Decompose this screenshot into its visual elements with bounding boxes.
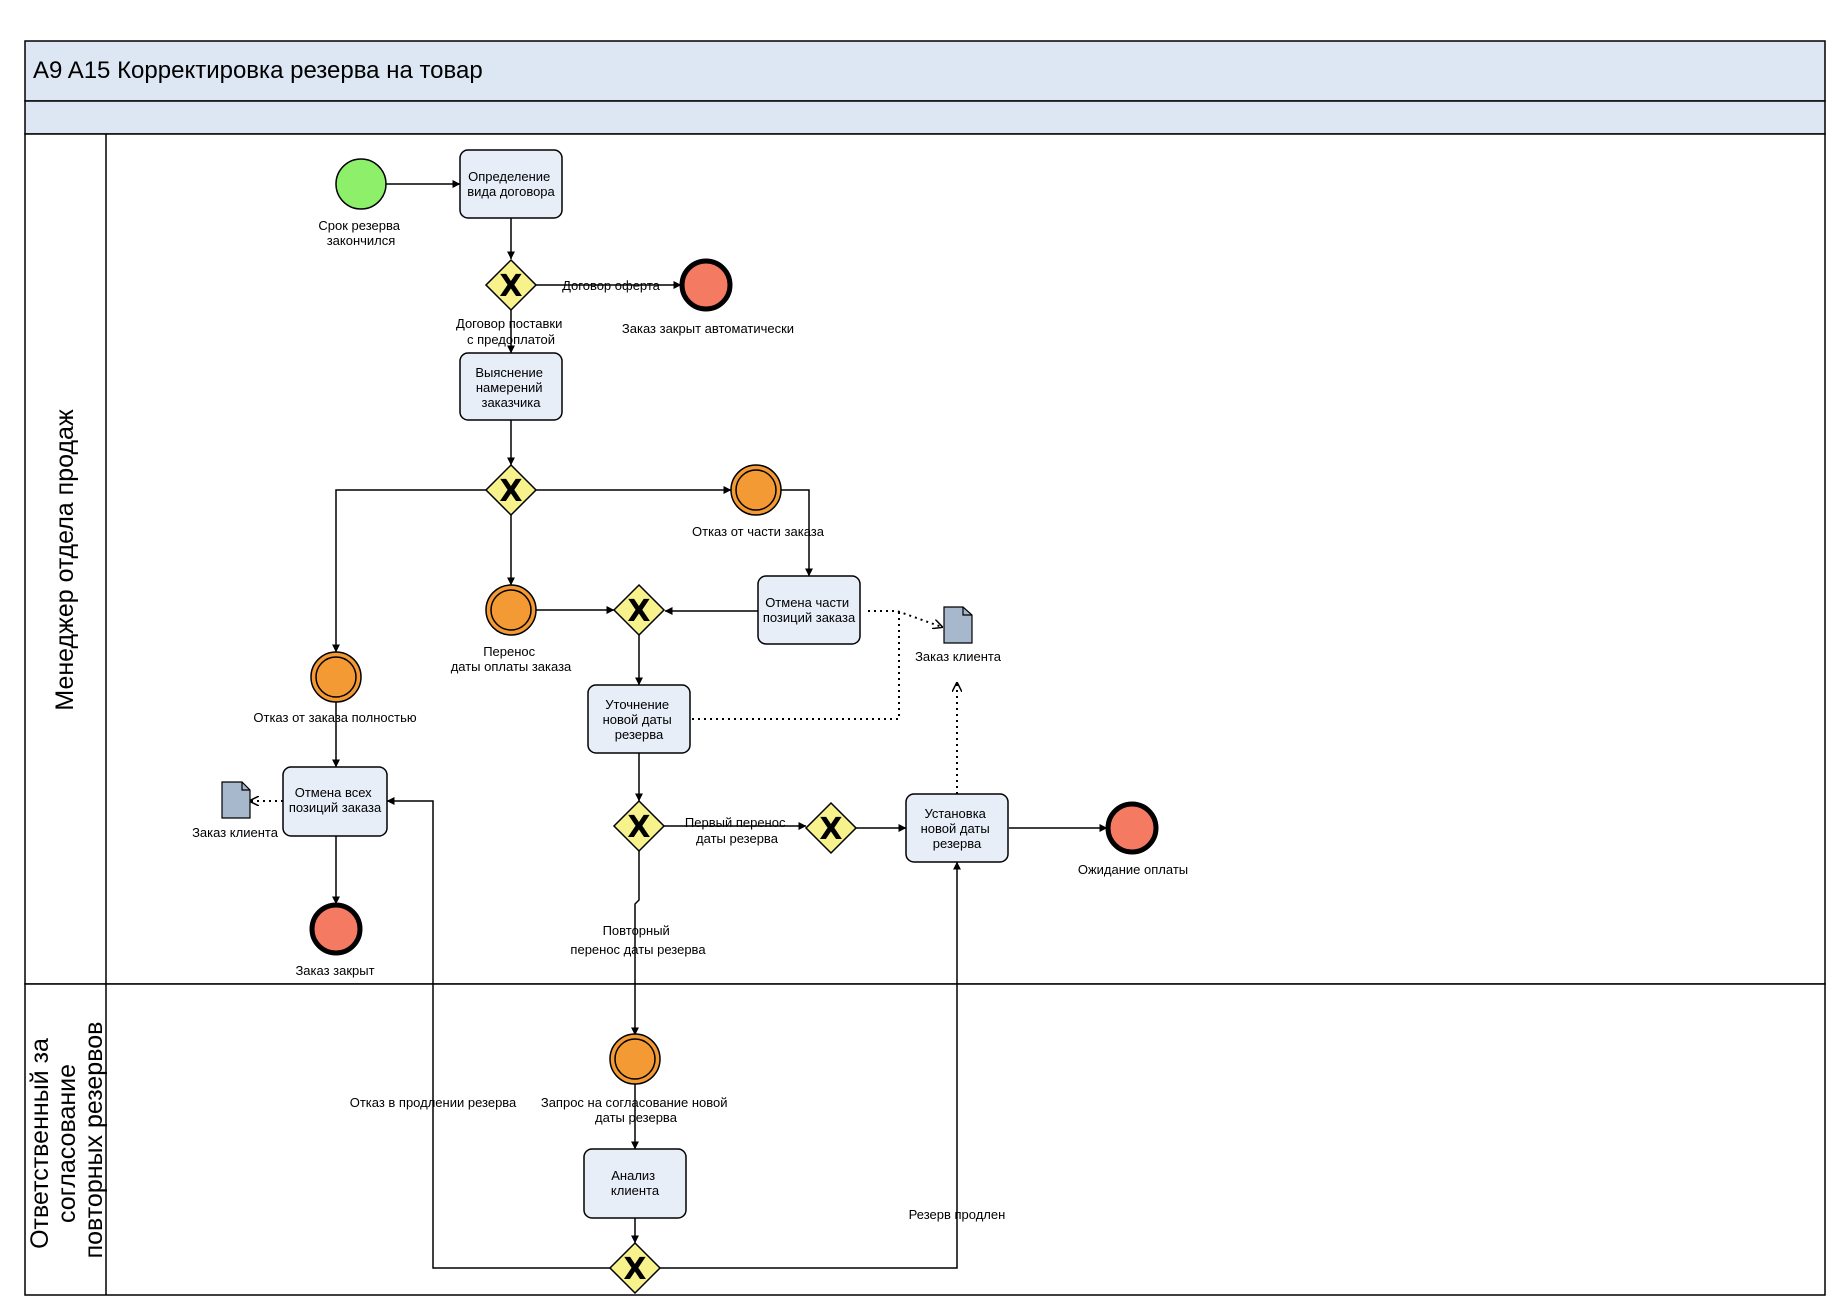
task-clarify-intentions[interactable]: Выяснение намерений заказчика — [459, 352, 563, 421]
task-label-line: резерва — [615, 727, 664, 742]
gateway-merge-extend[interactable]: X — [804, 801, 858, 855]
task-label-line: Отмена всех — [295, 785, 372, 800]
end-event-order-closed[interactable] — [309, 902, 363, 956]
doc2-label: Заказ клиента — [915, 649, 1002, 664]
events — [309, 158, 1159, 1085]
task-define-contract[interactable]: Определение вида договора — [459, 149, 563, 219]
task-clarify-date[interactable]: Уточнение новой даты резерва — [587, 684, 691, 754]
gateway-marker: X — [627, 810, 650, 845]
task-label-line: намерений — [476, 380, 543, 395]
task-label-line: заказчика — [481, 395, 541, 410]
gateways: X X X X X X — [484, 258, 858, 1295]
lane-label-approver-line: повторных резервов — [80, 1022, 108, 1259]
document-icon[interactable] — [221, 781, 251, 819]
task-label-line: Уточнение — [605, 697, 669, 712]
svg-text:Установка новой даты: Установка новой даты резерва — [921, 806, 994, 851]
flow-gw2-to-int-full — [332, 489, 486, 653]
start-event[interactable] — [335, 158, 387, 210]
assoc-t3-doc2 — [868, 610, 942, 627]
doc1-label: Заказ клиента — [192, 825, 279, 840]
pool-title: A9 A15 Корректировка резерва на товар — [33, 57, 483, 84]
document-icon[interactable] — [943, 606, 973, 644]
flow-gw4-repeat — [631, 851, 640, 1036]
task-label-line: вида договора — [467, 184, 555, 199]
svg-text:Отмена всех позиций за: Отмена всех позиций заказа — [289, 785, 382, 815]
lane-label-approver-line: Ответственный за — [26, 1038, 54, 1249]
flow-gw6-refuse — [386, 797, 610, 1269]
lane-label-sales: Менеджер отдела продаж — [51, 409, 79, 711]
svg-text:Уточнение новой даты: Уточнение новой даты резерва — [603, 697, 676, 742]
flow-offer-label: Договор оферта — [562, 278, 661, 293]
int-full-label: Отказ от заказа полностью — [253, 710, 416, 725]
gateway-intentions[interactable]: X — [484, 463, 538, 517]
task-label-line: новой даты — [603, 712, 672, 727]
flow-prepay-label: Договор поставки с предоплатой — [456, 316, 566, 347]
gateway-merge-date[interactable]: X — [612, 583, 666, 637]
flow-extended-label: Резерв продлен — [909, 1207, 1006, 1222]
task-cancel-all[interactable]: Отмена всех позиций заказа — [282, 766, 388, 837]
pool-subheader-bar — [24, 100, 1826, 135]
flow-first-label: Первый перенос даты резерва — [685, 815, 789, 846]
task-label-line: Отмена части — [765, 595, 849, 610]
intermediate-event-full-refusal[interactable] — [310, 651, 362, 703]
flow-gw6-extended — [660, 861, 961, 1269]
task-label-line: позиций заказа — [763, 610, 856, 625]
intermediate-event-approval-request[interactable] — [609, 1033, 661, 1085]
lane-label-approver-line: согласование — [53, 1064, 81, 1223]
lane-approver — [24, 983, 1826, 1296]
pool: A9 A15 Корректировка резерва на товар Ме… — [24, 40, 1826, 1296]
int-part-label: Отказ от части заказа — [692, 524, 825, 539]
task-label-line: Определение — [468, 169, 550, 184]
end-event-awaiting-payment[interactable] — [1105, 801, 1159, 855]
task-analyze-client[interactable]: Анализ клиента — [583, 1148, 687, 1219]
pool-title-bar — [24, 40, 1826, 102]
task-label-line: Анализ — [611, 1168, 655, 1183]
end-auto-label: Заказ закрыт автоматически — [622, 321, 794, 336]
int-date-label: Перенос даты оплаты заказа — [451, 644, 572, 674]
task-set-new-date[interactable]: Установка новой даты резерва — [905, 793, 1009, 863]
end-event-auto-closed[interactable] — [679, 258, 733, 312]
gateway-marker: X — [499, 474, 522, 509]
svg-text:Анализ клиента: Анализ клиента — [611, 1168, 660, 1198]
svg-text:Определение вида догов: Определение вида договора — [467, 169, 555, 199]
gateway-marker: X — [499, 269, 522, 304]
gateway-marker: X — [623, 1252, 646, 1287]
flow-repeat-label: Повторный перенос даты резерва — [570, 923, 706, 957]
task-label-line: Выяснение — [475, 365, 543, 380]
gateway-marker: X — [819, 812, 842, 847]
flow-refuse-label: Отказ в продлении резерва — [350, 1095, 517, 1110]
task-cancel-part[interactable]: Отмена части позиций заказа — [757, 575, 861, 645]
task-label-line: клиента — [611, 1183, 660, 1198]
gateway-approval[interactable]: X — [608, 1241, 662, 1295]
associations — [250, 610, 957, 801]
svg-text:Выяснение намерений: Выяснение намерений заказчика — [475, 365, 546, 410]
lane-label-approver: Ответственный за согласование повторных … — [26, 1022, 108, 1259]
gateway-reschedule-count[interactable]: X — [612, 799, 666, 853]
end-wait-label: Ожидание оплаты — [1078, 862, 1188, 877]
task-label-line: позиций заказа — [289, 800, 382, 815]
int-request-label: Запрос на согласование новой даты резерв… — [541, 1095, 731, 1125]
intermediate-event-payment-date[interactable] — [485, 584, 537, 636]
end-closed-label: Заказ закрыт — [295, 963, 374, 978]
sequence-flows — [332, 180, 1108, 1269]
svg-text:Отмена части позиций з: Отмена части позиций заказа — [763, 595, 856, 625]
task-label-line: резерва — [933, 836, 982, 851]
tasks: Определение вида договора Выяснение наме… — [282, 149, 1009, 1219]
task-label-line: Установка — [924, 806, 986, 821]
data-objects — [221, 606, 973, 819]
gateway-marker: X — [627, 594, 650, 629]
intermediate-event-partial-refusal[interactable] — [730, 464, 782, 516]
gateway-contract-type[interactable]: X — [484, 258, 538, 312]
task-label-line: новой даты — [921, 821, 990, 836]
start-event-label: Срок резерва закончился — [318, 218, 403, 248]
flow-int-part-to-t3 — [780, 489, 813, 577]
labels: Срок резерва закончился Заказ закрыт авт… — [192, 218, 1188, 1222]
